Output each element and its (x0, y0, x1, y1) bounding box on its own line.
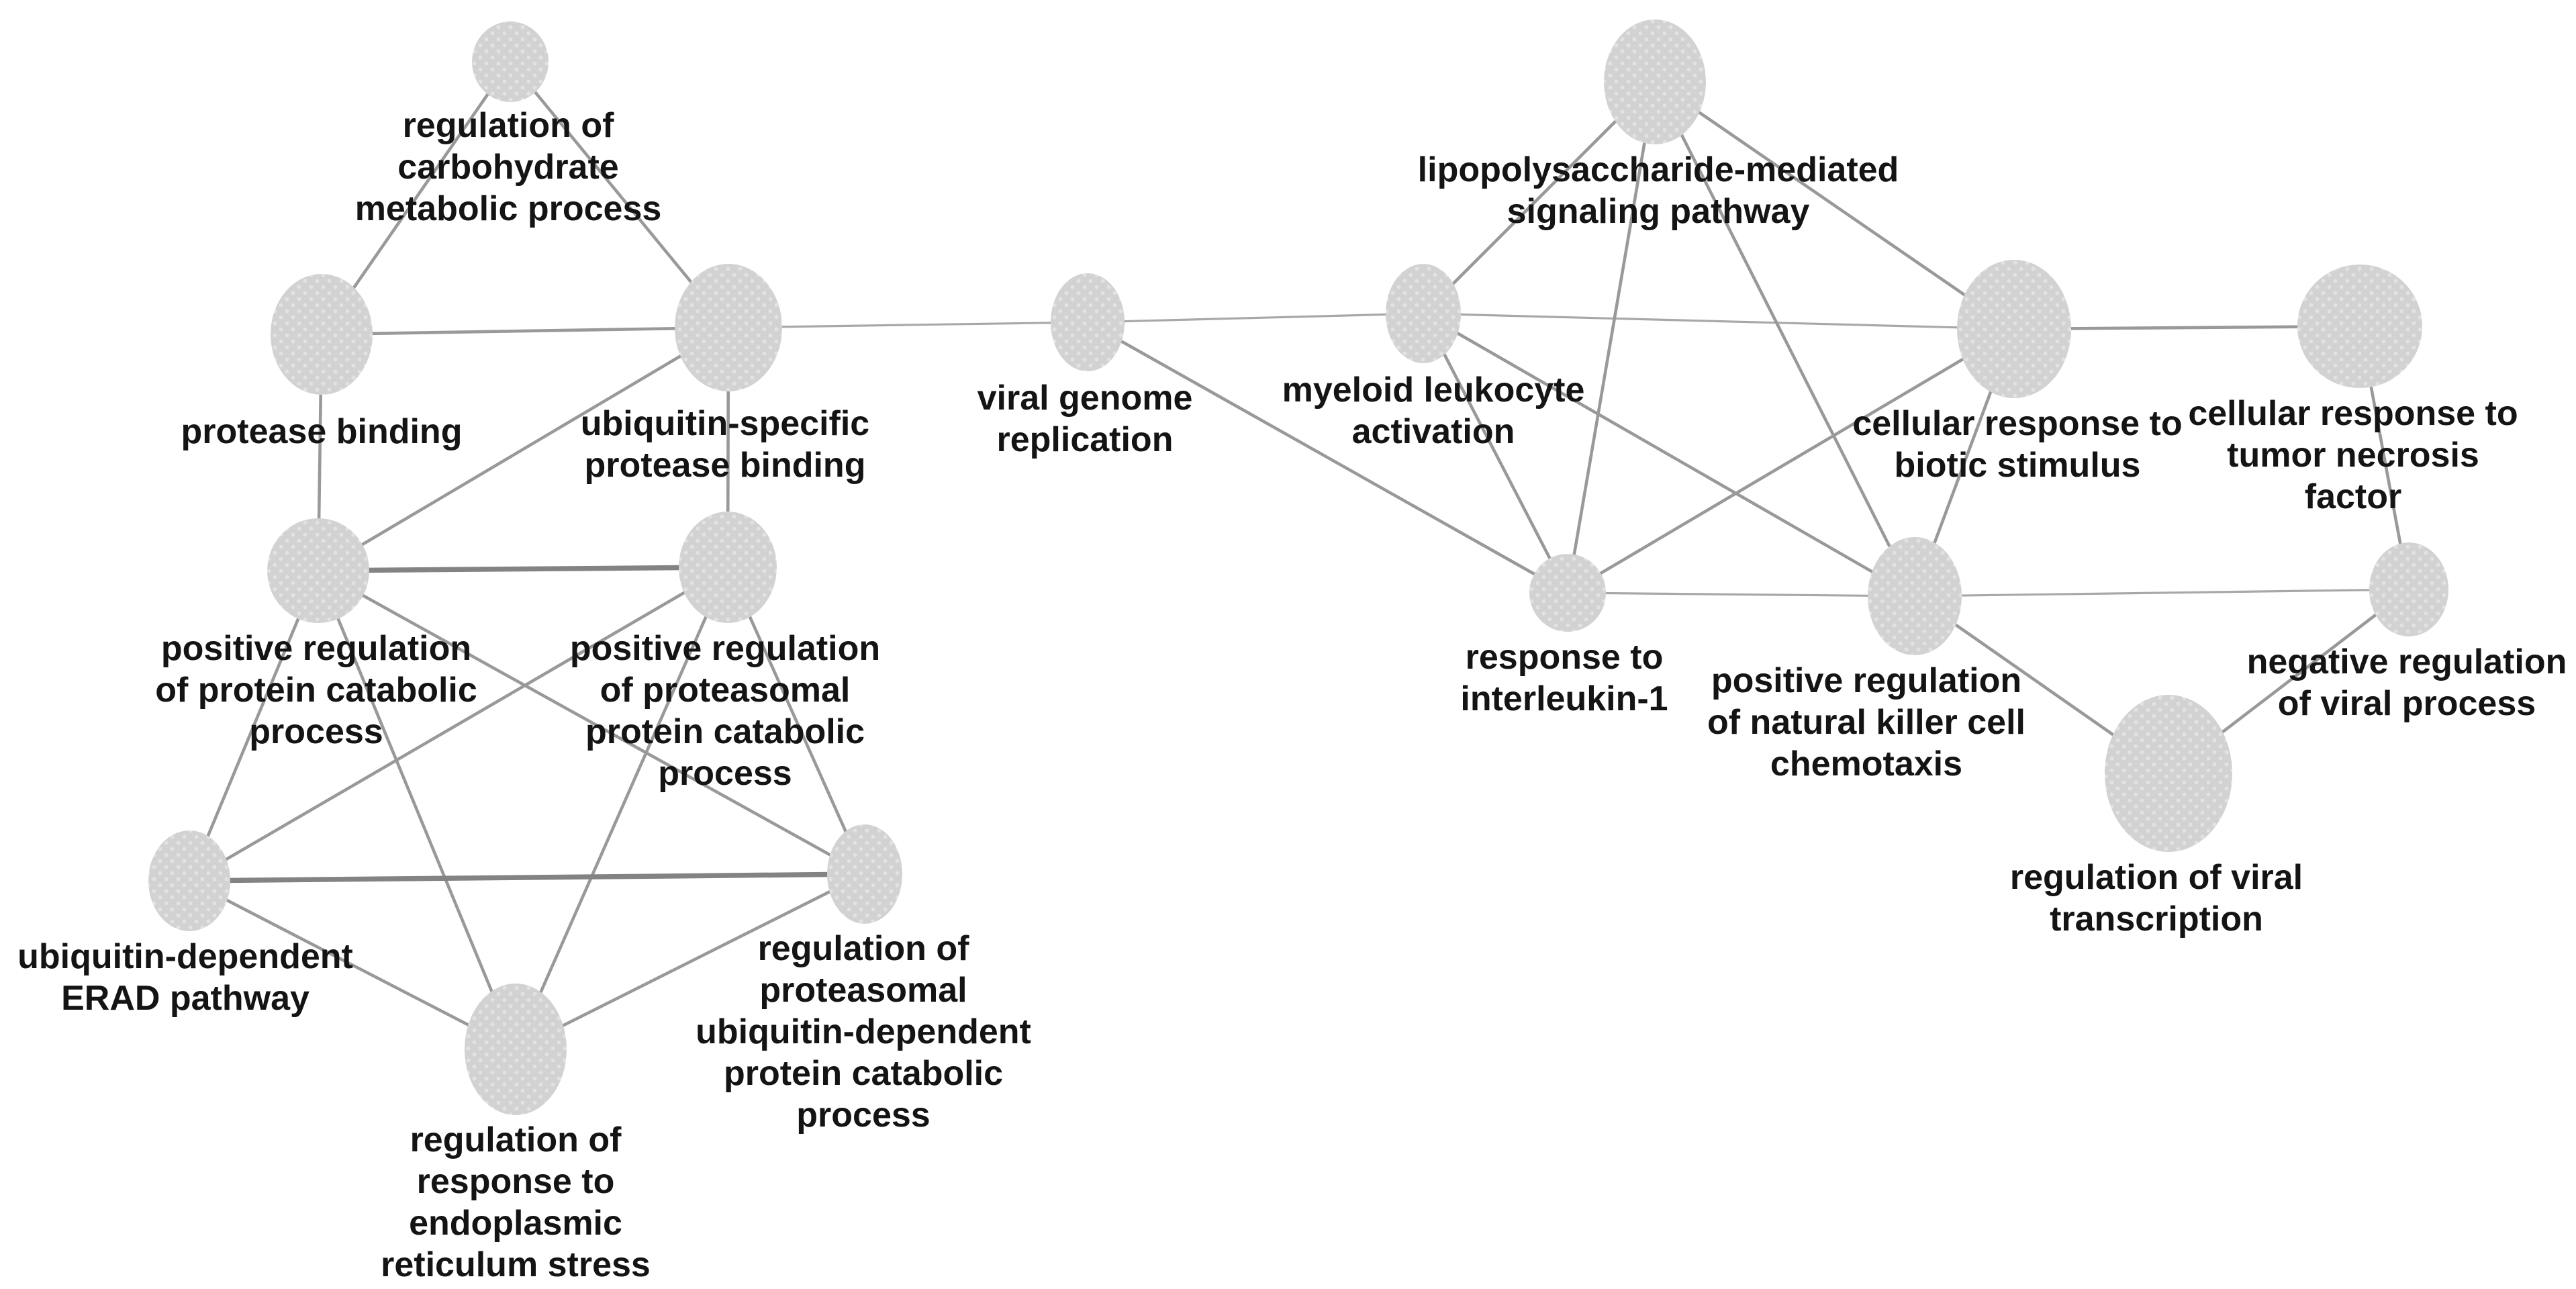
graph-edge-pos-protein-catabolic--pos-proteasomal (318, 565, 728, 573)
graph-node-erad-pathway[interactable] (148, 830, 230, 931)
graph-edge-lps-signaling--interleukin-1 (1566, 81, 1657, 593)
graph-node-viral-transcription[interactable] (2105, 695, 2232, 852)
graph-node-pos-protein-catabolic[interactable] (267, 518, 369, 623)
graph-node-protease-binding[interactable] (271, 274, 373, 395)
graph-edge-interleukin-1--nk-chemotaxis (1567, 591, 1915, 598)
graph-edge-nk-chemotaxis--neg-viral-process (1914, 588, 2410, 598)
graph-node-interleukin-1[interactable] (1529, 554, 1606, 632)
graph-node-pos-proteasomal[interactable] (679, 512, 777, 623)
graph-node-biotic-stimulus[interactable] (1957, 260, 2071, 398)
graph-edge-biotic-stimulus--interleukin-1 (1566, 328, 2015, 594)
graph-edge-myeloid-leukocyte--nk-chemotaxis (1422, 312, 1916, 598)
graph-node-tnf-response[interactable] (2297, 265, 2422, 388)
graph-node-carbohydrate-metabolic[interactable] (472, 21, 548, 102)
graph-edge-pos-protein-catabolic--reg-proteasomal-ubiq (317, 569, 866, 876)
graph-node-ubiquitin-specific[interactable] (675, 264, 782, 391)
graph-edge-ubiquitin-specific--viral-genome (728, 321, 1088, 329)
graph-edge-pos-protein-catabolic--er-stress (316, 570, 518, 1050)
graph-edge-pos-proteasomal--er-stress (514, 567, 730, 1050)
graph-edge-reg-proteasomal-ubiq--er-stress (514, 872, 866, 1051)
graph-edge-lps-signaling--biotic-stimulus (1654, 81, 2015, 330)
graph-edge-pos-protein-catabolic--erad-pathway (187, 570, 320, 881)
graph-node-er-stress[interactable] (465, 984, 567, 1115)
graph-edge-viral-genome--myeloid-leukocyte (1087, 312, 1424, 324)
graph-node-viral-genome[interactable] (1051, 273, 1125, 371)
graph-edge-pos-proteasomal--erad-pathway (188, 566, 729, 882)
graph-edge-erad-pathway--er-stress (188, 879, 517, 1051)
graph-edge-lps-signaling--nk-chemotaxis (1653, 81, 1917, 598)
node-layer (148, 19, 2448, 1115)
graph-node-lps-signaling[interactable] (1604, 19, 1706, 144)
graph-node-nk-chemotaxis[interactable] (1868, 537, 1962, 655)
graph-edge-ubiquitin-specific--pos-protein-catabolic (317, 326, 730, 572)
graph-edge-erad-pathway--reg-proteasomal-ubiq (189, 871, 865, 884)
graph-node-myeloid-leukocyte[interactable] (1386, 264, 1461, 363)
node-label-protease-binding: protease binding (181, 412, 463, 451)
graph-edge-viral-genome--interleukin-1 (1086, 320, 1569, 595)
graph-edge-myeloid-leukocyte--biotic-stimulus (1423, 312, 2015, 330)
graph-edge-pos-proteasomal--reg-proteasomal-ubiq (726, 567, 867, 875)
graph-edge-protease-binding--ubiquitin-specific (321, 326, 729, 336)
graph-edge-myeloid-leukocyte--interleukin-1 (1421, 312, 1570, 594)
graph-node-neg-viral-process[interactable] (2369, 542, 2448, 636)
graph-node-reg-proteasomal-ubiq[interactable] (827, 824, 902, 924)
